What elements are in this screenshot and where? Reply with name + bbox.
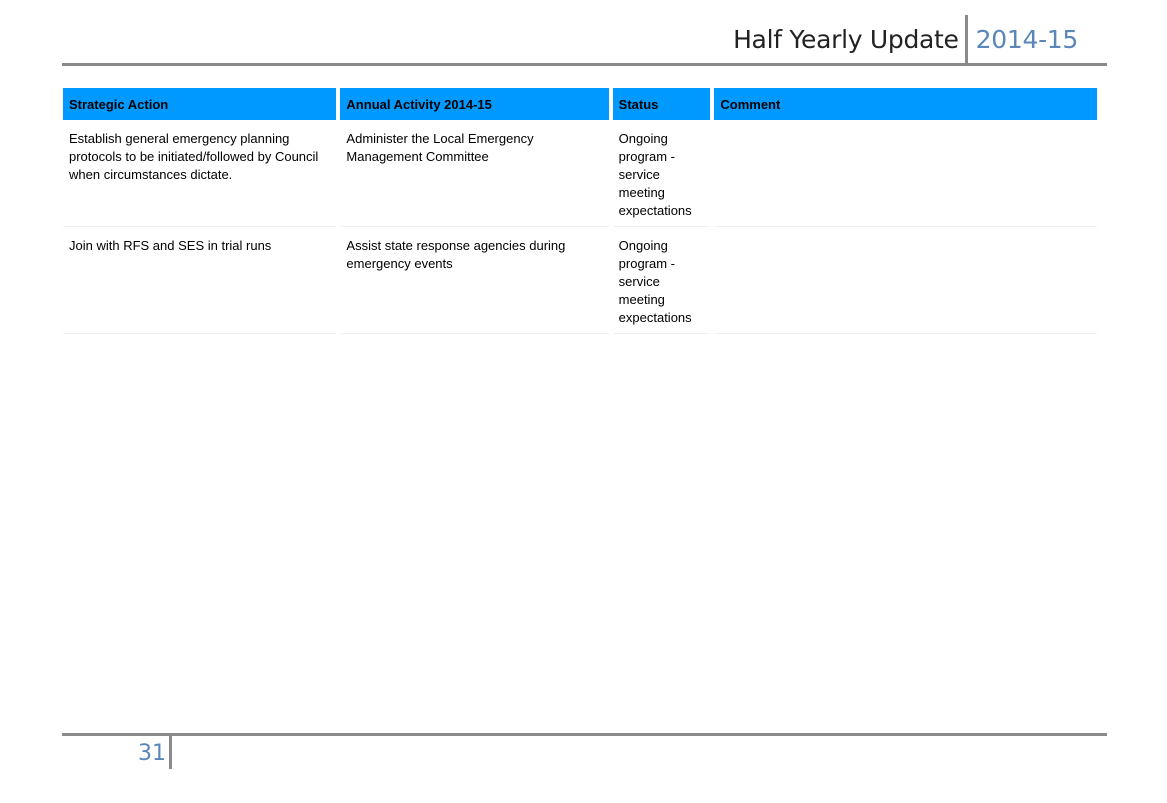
document-title: Half Yearly Update bbox=[733, 24, 959, 54]
table-header-row: Strategic Action Annual Activity 2014-15… bbox=[63, 88, 1097, 120]
annual-activity-cell: Assist state response agencies during em… bbox=[340, 227, 609, 334]
page-header: Half Yearly Update 2014-15 bbox=[0, 14, 1078, 64]
column-header-strategic-action: Strategic Action bbox=[63, 88, 337, 120]
annual-activity-cell: Administer the Local Emergency Managemen… bbox=[340, 120, 609, 227]
strategic-action-cell: Establish general emergency planning pro… bbox=[63, 120, 337, 227]
comment-cell bbox=[714, 227, 1097, 334]
status-cell: Ongoing program - service meeting expect… bbox=[612, 227, 711, 334]
column-header-comment: Comment bbox=[714, 88, 1097, 120]
comment-cell bbox=[714, 120, 1097, 227]
table-row: Establish general emergency planning pro… bbox=[63, 120, 1097, 227]
footer-rule bbox=[62, 733, 1107, 736]
page-number: 31 bbox=[138, 741, 166, 766]
strategic-actions-table: Strategic Action Annual Activity 2014-15… bbox=[59, 88, 1101, 334]
footer-divider bbox=[169, 736, 172, 769]
status-cell: Ongoing program - service meeting expect… bbox=[612, 120, 711, 227]
header-divider bbox=[964, 15, 968, 63]
document-year: 2014-15 bbox=[975, 24, 1079, 54]
column-header-annual-activity: Annual Activity 2014-15 bbox=[340, 88, 609, 120]
column-header-status: Status bbox=[612, 88, 711, 120]
strategic-action-cell: Join with RFS and SES in trial runs bbox=[63, 227, 337, 334]
table-row: Join with RFS and SES in trial runs Assi… bbox=[63, 227, 1097, 334]
header-rule bbox=[62, 63, 1107, 66]
